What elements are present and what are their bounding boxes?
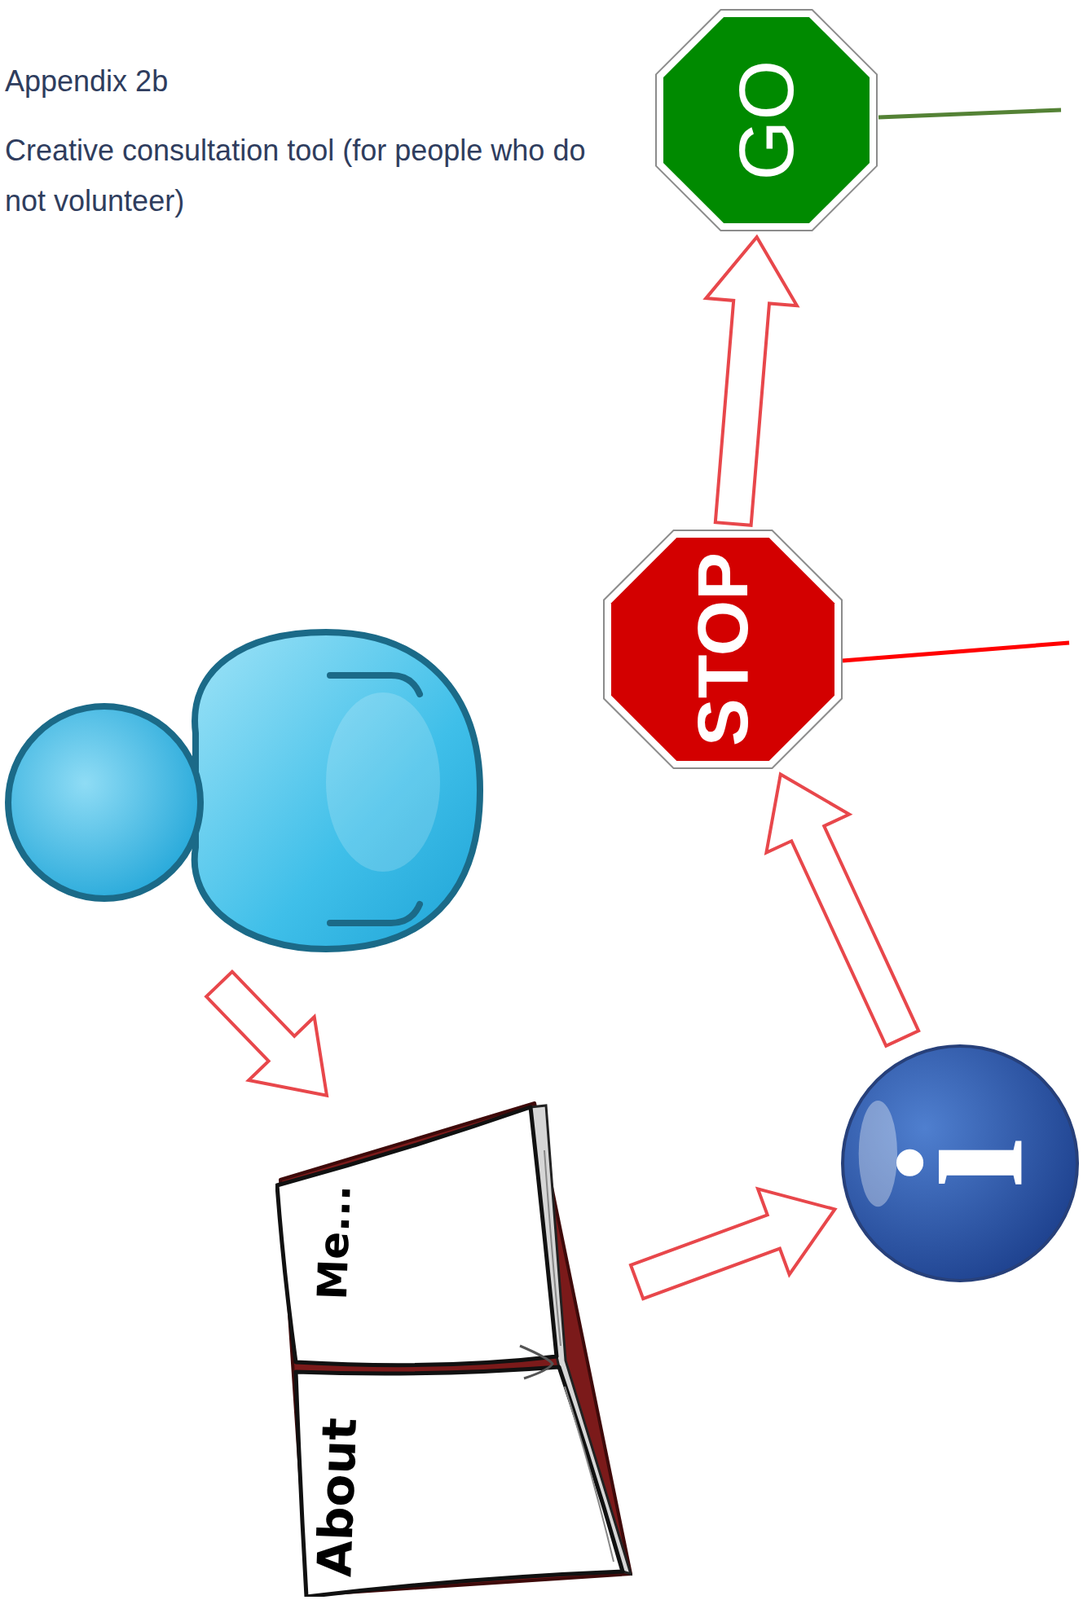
sign-text: STOP [686,552,759,747]
stop-leader-line [842,642,1070,661]
book-page [295,1367,623,1598]
info-disc [842,1046,1078,1282]
subtitle-text: Creative consultation tool (for people w… [4,125,600,227]
sign-text: GO [727,60,806,181]
hollow-arrow-shape [186,952,361,1128]
go-leader-line [878,110,1062,118]
sign-rim [603,530,842,769]
book-spine-curl [519,1346,553,1379]
person-icon [8,632,480,950]
hollow-arrow-connector [705,237,797,526]
person-body [194,632,480,950]
person-head [8,706,201,899]
hollow-arrow-connector [630,1188,835,1299]
book-text: About [310,1417,364,1578]
sign-face [663,17,870,224]
sign-rim [656,9,877,231]
book-page-shade [544,1150,561,1347]
hollow-arrow [186,952,361,1128]
appendix-title: Appendix 2b [4,56,168,107]
book-page-shade [564,1387,614,1563]
person-highlight [325,692,441,872]
about-me-book: About Me... [275,1101,633,1598]
hollow-arrow-connector [766,774,919,1046]
person-arm-line [330,675,420,695]
info-glyph: i [870,1138,1050,1189]
book-text: Me... [311,1184,357,1301]
info-circle: i [839,1043,1081,1285]
book-page [277,1107,557,1366]
go-sign: GO [654,8,879,233]
stop-sign: STOP [602,528,844,771]
sign-face [611,537,835,762]
person-arm-line [330,904,420,924]
